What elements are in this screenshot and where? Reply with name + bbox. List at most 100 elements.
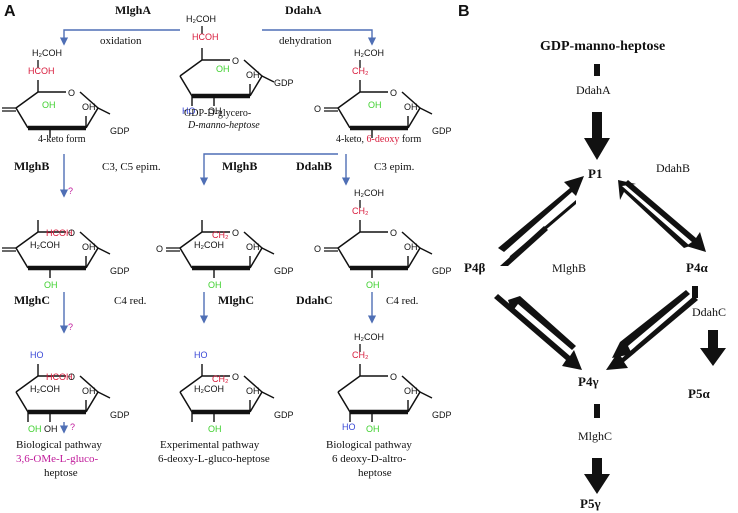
keto-form-caption: 4-keto form xyxy=(38,134,86,145)
svg-text:OH: OH xyxy=(82,386,96,396)
left-pathway-line2: 3,6-OMe-L-gluco- xyxy=(16,453,99,465)
oxidation-arrow xyxy=(59,29,180,46)
svg-text:O: O xyxy=(232,56,239,66)
svg-text:OH: OH xyxy=(246,242,260,252)
svg-text:H₂COH: H₂COH xyxy=(194,240,224,250)
ddahc-enzyme: DdahC xyxy=(692,305,726,319)
svg-text:CH₂: CH₂ xyxy=(352,206,369,216)
eq-arrow-p4a-p4g-forward xyxy=(606,296,698,370)
question-mark-1: ? xyxy=(68,186,73,196)
svg-text:O: O xyxy=(68,228,75,238)
svg-text:OH: OH xyxy=(246,386,260,396)
svg-text:OH: OH xyxy=(366,424,380,434)
svg-text:H₂COH: H₂COH xyxy=(354,332,384,342)
question-mark-3: ? xyxy=(70,422,75,432)
right-pathway-line2: 6 deoxy-D-altro- xyxy=(332,453,407,465)
mlghb-enzyme: MlghB xyxy=(552,261,586,275)
svg-text:CH₂: CH₂ xyxy=(352,66,369,76)
ddaha-tick xyxy=(594,64,600,76)
svg-text:GDP: GDP xyxy=(110,410,130,420)
panel-b-label: B xyxy=(458,3,470,20)
svg-text:H₂COH: H₂COH xyxy=(354,48,384,58)
svg-text:OH: OH xyxy=(208,280,222,290)
p1-node: P1 xyxy=(588,166,602,181)
dehydration-label: dehydration xyxy=(279,35,332,47)
right-pathway-line3: heptose xyxy=(358,467,392,479)
ddahc-label: DdahC xyxy=(296,293,333,307)
p4a-node: P4α xyxy=(686,260,708,275)
svg-text:OH: OH xyxy=(82,242,96,252)
svg-text:O: O xyxy=(232,228,239,238)
svg-text:H₂COH: H₂COH xyxy=(354,188,384,198)
left-final-structure: HO HCOH H₂COH O OH GDP OH OH xyxy=(16,350,130,434)
question-mark-2: ? xyxy=(68,322,73,332)
p5g-node: P5γ xyxy=(580,496,601,511)
svg-text:O: O xyxy=(314,104,321,114)
svg-text:OH: OH xyxy=(44,280,58,290)
mlghc-center-label: MlghC xyxy=(218,293,254,307)
svg-text:OH: OH xyxy=(42,100,56,110)
keto-deoxy-structure: H₂COH CH₂ OH O OH GDP O xyxy=(314,48,452,138)
gdp-manno-heptose-node: GDP-manno-heptose xyxy=(540,39,665,54)
right-final-structure: H₂COH CH₂ O OH GDP HO OH xyxy=(338,332,452,434)
arrow-center-step2 xyxy=(199,153,338,186)
c4-red-left-label: C4 red. xyxy=(114,295,147,307)
eq-arrow-p1-p4a-back xyxy=(618,180,690,248)
svg-text:HO: HO xyxy=(194,350,208,360)
svg-text:O: O xyxy=(232,372,239,382)
svg-text:OH: OH xyxy=(368,100,382,110)
left-pathway-line1: Biological pathway xyxy=(16,439,102,451)
c3c5-label: C3, C5 epim. xyxy=(102,161,161,173)
c4-red-right-label: C4 red. xyxy=(386,295,419,307)
mlghc-enzyme: MlghC xyxy=(578,429,612,443)
svg-text:CH₂: CH₂ xyxy=(212,230,229,240)
ddaha-enzyme: DdahA xyxy=(576,83,611,97)
svg-text:O: O xyxy=(390,88,397,98)
svg-text:OH: OH xyxy=(366,280,380,290)
svg-text:HCOH: HCOH xyxy=(28,66,55,76)
svg-text:GDP: GDP xyxy=(110,266,130,276)
svg-text:OH: OH xyxy=(246,70,260,80)
center-final-structure: HO CH₂ H₂COH O OH GDP OH xyxy=(180,350,294,434)
svg-text:O: O xyxy=(390,228,397,238)
svg-text:HO: HO xyxy=(30,350,44,360)
svg-text:GDP: GDP xyxy=(432,410,452,420)
svg-text:H₂COH: H₂COH xyxy=(186,14,216,24)
arrow-to-p5a xyxy=(700,330,726,366)
center-epimer-structure: CH₂ H₂COH O OH GDP O OH xyxy=(156,220,294,290)
ddaha-label: DdahA xyxy=(285,3,322,17)
svg-text:GDP: GDP xyxy=(274,266,294,276)
svg-text:O: O xyxy=(68,372,75,382)
eq-arrow-p4a-p4g-back xyxy=(612,290,690,358)
mlghc-left-label: MlghC xyxy=(14,293,50,307)
mlgha-label: MlghA xyxy=(115,3,151,17)
svg-text:H₂COH: H₂COH xyxy=(194,384,224,394)
svg-text:GDP: GDP xyxy=(274,78,294,88)
svg-text:GDP: GDP xyxy=(274,410,294,420)
eq-arrow-p4b-p4g-forward xyxy=(494,294,582,370)
right-epimer-structure: H₂COH CH₂ O OH GDP O OH xyxy=(314,188,452,290)
svg-text:H₂COH: H₂COH xyxy=(30,240,60,250)
svg-text:CH₂: CH₂ xyxy=(352,350,369,360)
svg-text:OH: OH xyxy=(404,102,418,112)
svg-text:GDP: GDP xyxy=(110,126,130,136)
oxidation-label: oxidation xyxy=(100,35,142,47)
svg-text:OH: OH xyxy=(404,242,418,252)
svg-text:OH: OH xyxy=(404,386,418,396)
eq-arrow-p1-p4a-forward xyxy=(624,180,706,252)
ddahc-tick xyxy=(692,286,698,298)
svg-text:CH₂: CH₂ xyxy=(212,374,229,384)
eq-arrow-p4b-p4g-back xyxy=(508,296,576,350)
svg-text:H₂COH: H₂COH xyxy=(32,48,62,58)
arrow-to-p5g xyxy=(584,458,610,494)
gdp-mannoheptose-structure: H₂COH HCOH OH O OH GDP HO OH xyxy=(180,14,294,116)
mlghc-tick xyxy=(594,404,600,418)
svg-text:HCOH: HCOH xyxy=(46,228,73,238)
center-pathway-line2: 6-deoxy-L-gluco-heptose xyxy=(158,453,270,465)
gdp-caption-2: D-manno-heptose xyxy=(187,120,260,131)
mlghb-left-label: MlghB xyxy=(14,159,49,173)
panel-a-label: A xyxy=(4,3,16,20)
svg-text:OH: OH xyxy=(44,424,58,434)
svg-text:OH: OH xyxy=(28,424,42,434)
